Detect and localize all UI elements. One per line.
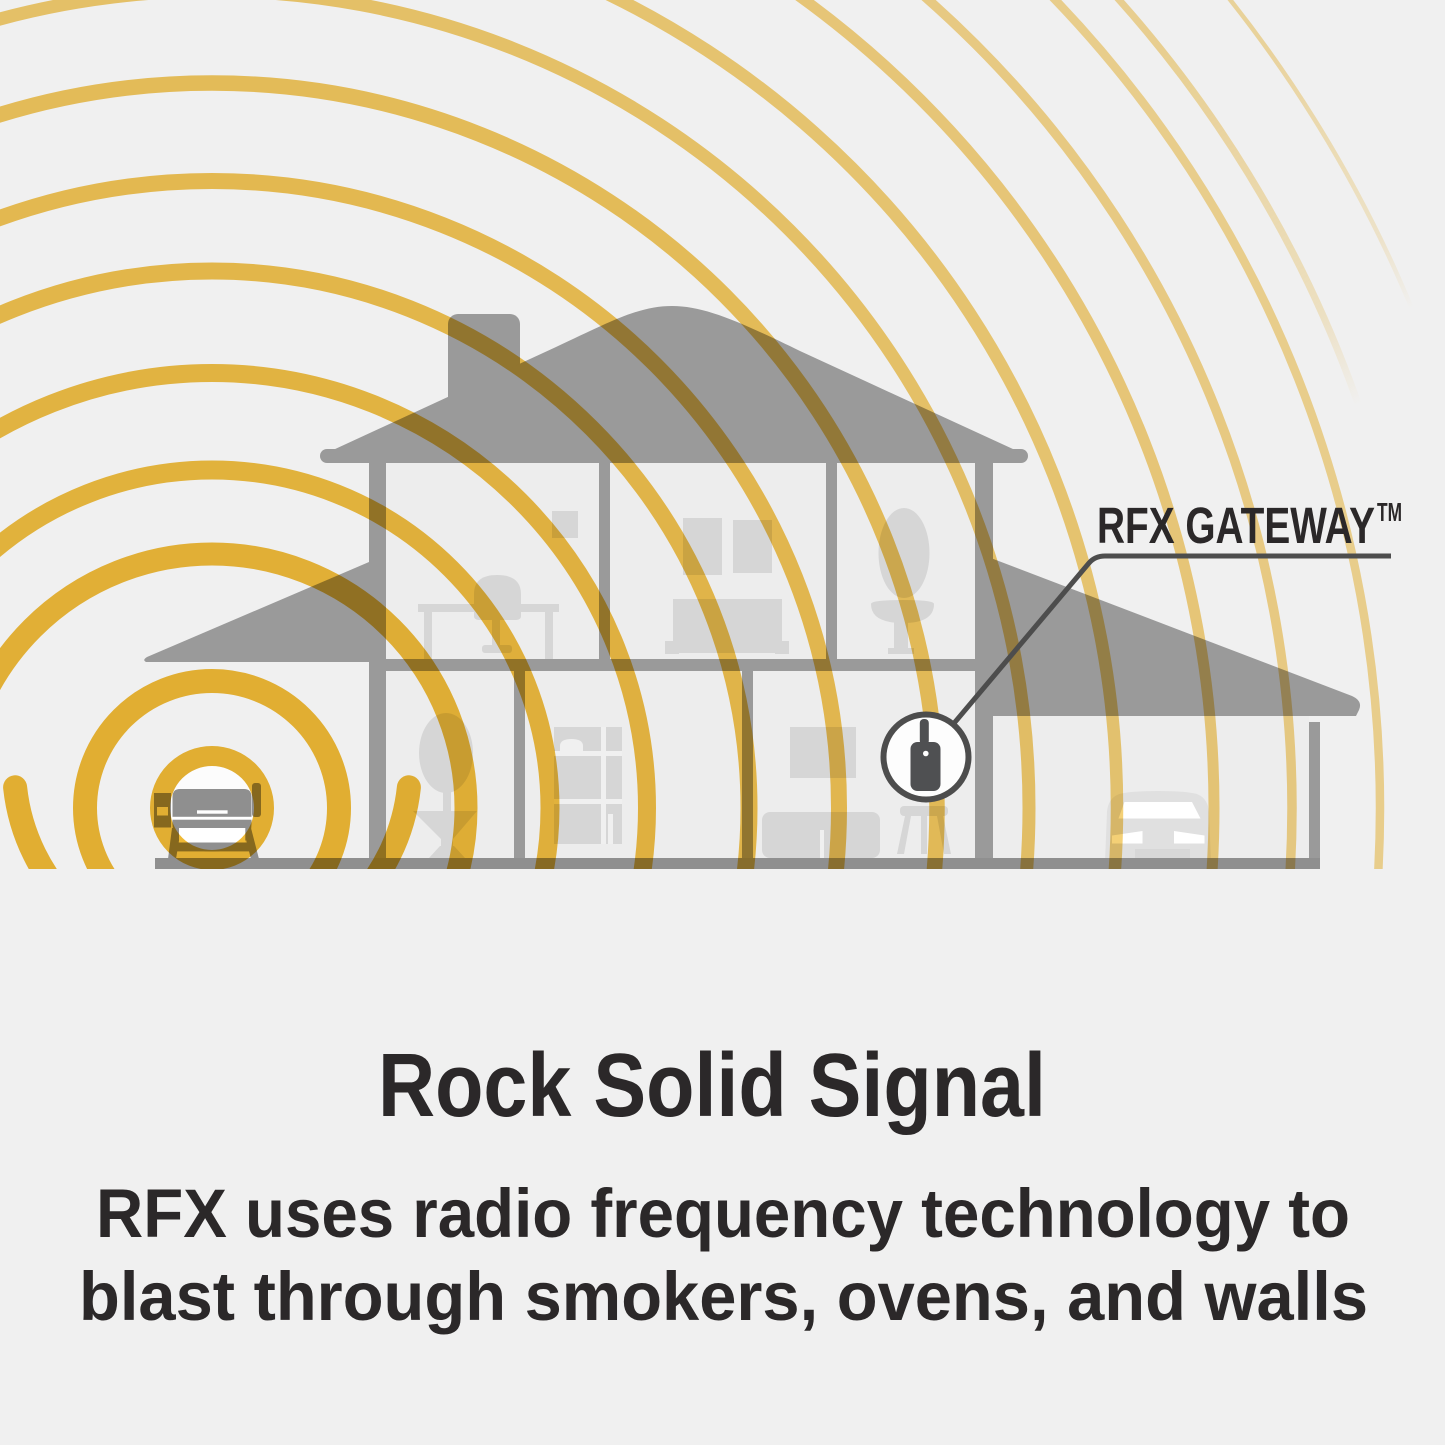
- svg-text:TM: TM: [1377, 497, 1402, 527]
- svg-text:RFX GATEWAY: RFX GATEWAY: [1097, 497, 1375, 554]
- svg-text:blast through smokers, ovens,: blast through smokers, ovens, and walls: [79, 1258, 1368, 1335]
- svg-text:RFX uses radio frequency techn: RFX uses radio frequency technology to: [96, 1175, 1350, 1252]
- svg-text:Rock Solid Signal: Rock Solid Signal: [378, 1036, 1046, 1136]
